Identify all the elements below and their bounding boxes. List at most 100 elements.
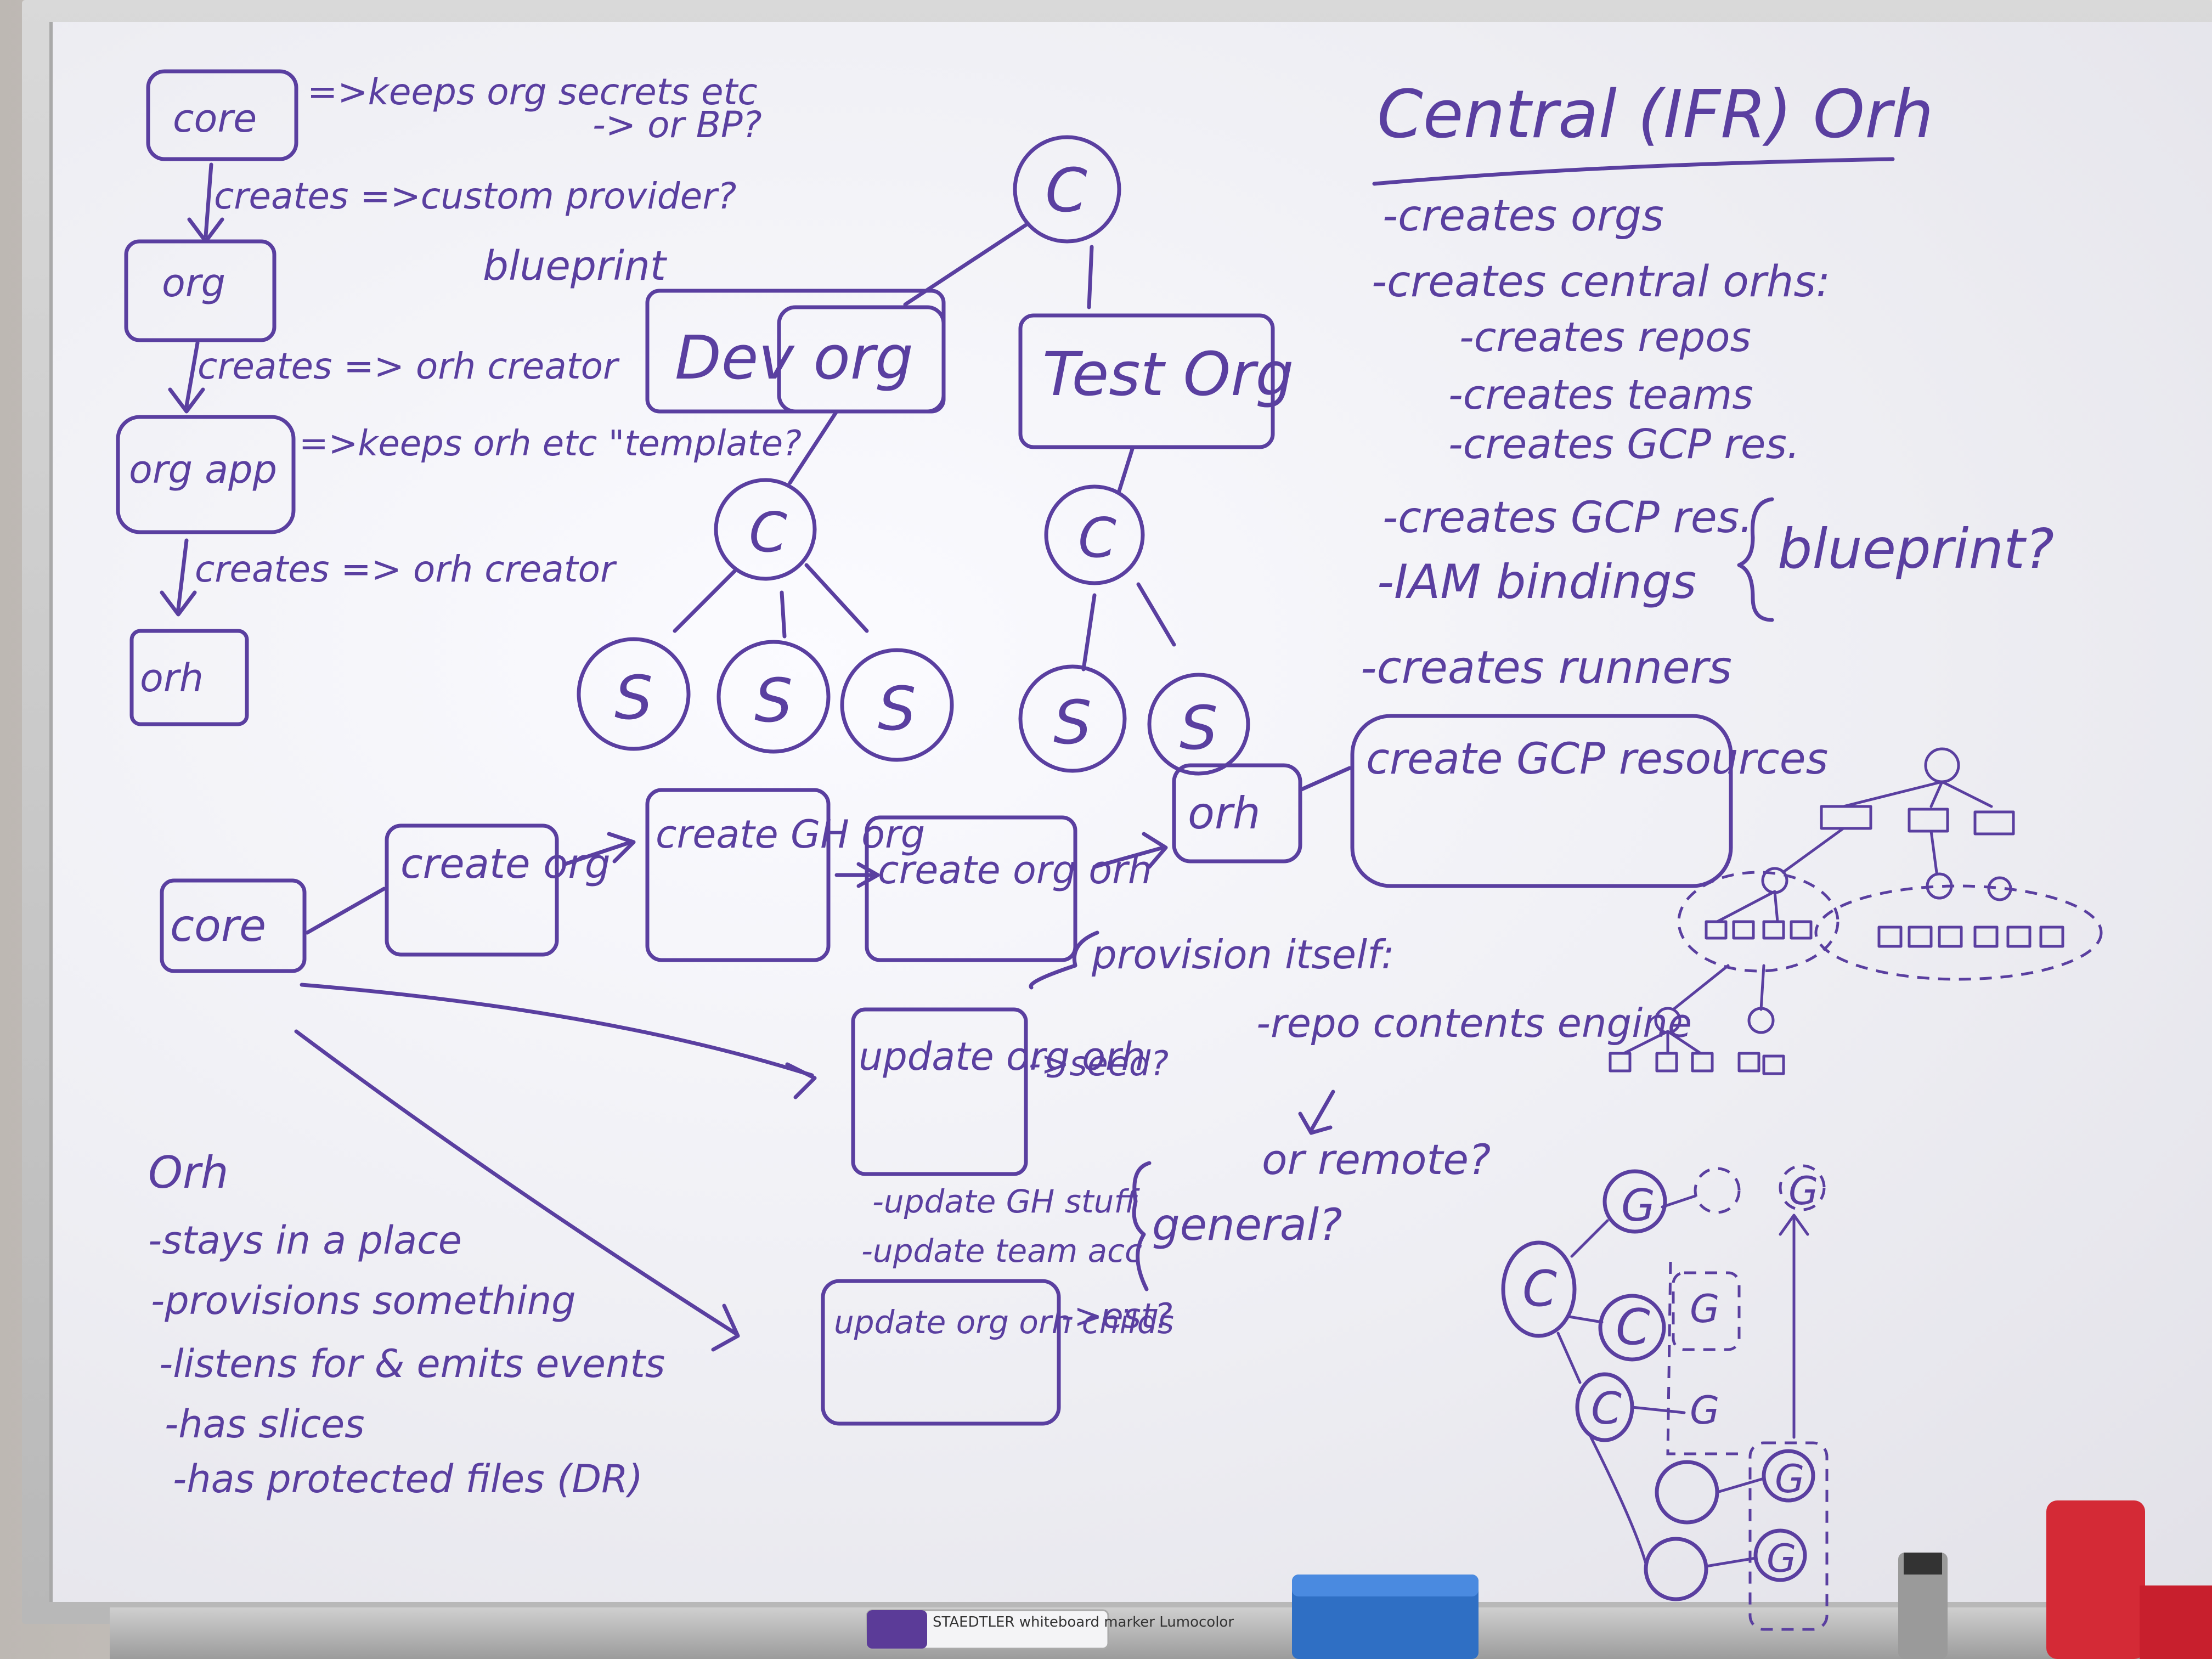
update-list-item: -update team acc (861, 1232, 1142, 1269)
c-label: C (1616, 1299, 1650, 1356)
core-box (146, 69, 298, 161)
g-label: G (1767, 1536, 1796, 1581)
service-node (577, 637, 691, 751)
test-org-label: Test Org (1042, 339, 1294, 409)
service-node (1147, 673, 1250, 776)
update-org-orh-box (851, 1007, 1028, 1176)
tree-edges (673, 563, 1176, 672)
g-node (1602, 1169, 1667, 1234)
orh-notes: Orh -stays in a place -provisions someth… (148, 1147, 665, 1502)
marker[interactable]: STAEDTLER whiteboard marker Lumocolor (866, 1609, 1234, 1650)
flow-core-label: core (170, 900, 266, 951)
flow-core-box (160, 878, 307, 973)
arrow (1092, 832, 1168, 869)
create-gcp-label: create GCP resources (1366, 735, 1828, 784)
update-org-orh-label: update org orh (859, 1034, 1146, 1079)
blueprint-note: blueprint (483, 242, 668, 290)
brace (1737, 497, 1774, 622)
orh-note: -has slices (165, 1402, 365, 1447)
title-underline (1372, 157, 1895, 186)
arrow (834, 862, 880, 888)
org-tree: C Dev org Test Org C C S S S S S (577, 135, 1294, 776)
creates-orh-creator-2: creates => orh creator (195, 548, 617, 590)
arrow (160, 538, 197, 617)
orh-notes-title: Orh (148, 1147, 229, 1198)
orh-note: -listens for & emits events (159, 1341, 665, 1386)
g-label: G (1788, 1169, 1818, 1214)
tree-root-label: C (1045, 155, 1087, 225)
connector (305, 887, 386, 935)
service-node (1018, 664, 1127, 773)
create-gh-org-box (645, 788, 831, 962)
org-label: org (162, 261, 225, 306)
tree-root-node (1013, 135, 1121, 244)
orh-note: -stays in a place (148, 1218, 462, 1263)
brace (1132, 1161, 1152, 1291)
dev-org-inner-box (777, 305, 946, 414)
org-app-label: org app (129, 447, 277, 492)
eraser[interactable] (1292, 1575, 1479, 1659)
central-item: -creates central orhs: (1372, 257, 1830, 307)
g-node (1762, 1449, 1815, 1503)
service-node (840, 648, 954, 762)
est-note: ->est? (1062, 1296, 1172, 1336)
arrow (563, 832, 636, 866)
central-orh-section: Central (IFR) Orh -creates orgs -creates… (1361, 77, 2054, 694)
flow-orh-box (1172, 763, 1302, 864)
keeps-orh-note: =>keeps orh etc "template? (299, 424, 802, 464)
central-title: Central (IFR) Orh (1377, 77, 1934, 153)
seed-note: ->seed? (1029, 1043, 1169, 1084)
blueprint-label: blueprint? (1778, 517, 2054, 581)
provision-itself: provision itself: (1091, 932, 1395, 978)
tree-edges (788, 409, 1135, 493)
c-label: C (1522, 1260, 1557, 1318)
child-label: C (1078, 506, 1116, 570)
child-label: C (749, 500, 787, 565)
g-label: G (1690, 1388, 1719, 1433)
central-item: -IAM bindings (1377, 555, 1696, 610)
arrow (294, 1029, 740, 1352)
or-remote-note: or remote? (1262, 1135, 1491, 1184)
flow-orh-label: orh (1188, 788, 1261, 839)
left-chain: core =>keeps org secrets etc -> or BP? c… (116, 69, 802, 726)
update-children-label: update org orh childs (834, 1304, 1174, 1341)
service-label: S (1053, 687, 1092, 758)
g-label: G (1621, 1180, 1655, 1231)
central-item: -creates GCP res. (1448, 421, 1800, 468)
creates-custom: creates =>custom provider? (214, 175, 736, 217)
create-org-label: create org (400, 840, 611, 888)
g-label: G (1775, 1457, 1804, 1502)
create-gcp-box (1350, 714, 1733, 888)
update-children-box (821, 1279, 1061, 1426)
g-label: G (1690, 1286, 1719, 1331)
whiteboard (49, 22, 2212, 1602)
hierarchy-sketch (1609, 747, 2103, 1075)
create-org-orh-label: create org orh (878, 848, 1152, 893)
general-note: general? (1152, 1199, 1342, 1250)
update-list-item: -update GH stuff (872, 1183, 1140, 1220)
marker-label: STAEDTLER whiteboard marker Lumocolor (933, 1614, 1234, 1630)
org-box (124, 239, 276, 342)
service-label: S (878, 674, 916, 744)
flow-diagram: core create org create GH org create org… (160, 714, 1828, 1426)
central-item: -creates teams (1448, 371, 1753, 419)
brace (1029, 930, 1099, 990)
metal-object (1898, 1553, 1948, 1659)
c-label: C (1591, 1383, 1622, 1434)
o-node (1655, 1460, 1719, 1525)
g-node (1753, 1528, 1807, 1582)
child-node-left (714, 478, 817, 581)
c-node (1501, 1240, 1577, 1338)
core-arrow-note: -> or BP? (592, 104, 762, 146)
test-org-box (1018, 313, 1275, 449)
central-item: -creates runners (1361, 642, 1732, 694)
o-node (1644, 1537, 1708, 1601)
orh-note: -has protected files (DR) (173, 1457, 643, 1502)
orh-box (129, 629, 249, 726)
c-node (1598, 1294, 1666, 1362)
repo-contents-note: -repo contents engine (1256, 1000, 1692, 1046)
creates-orh-creator: creates => orh creator (198, 345, 620, 387)
arrow (300, 983, 817, 1099)
marker-tray (110, 1607, 2212, 1659)
